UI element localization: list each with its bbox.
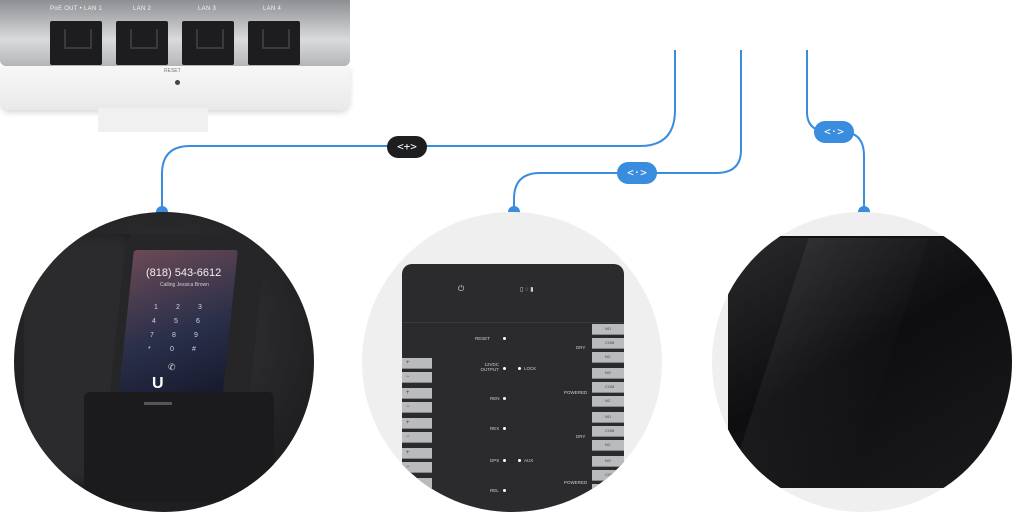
brand-logo: U (152, 375, 164, 392)
ethernet-port-lan4[interactable] (248, 21, 300, 65)
key-hash[interactable]: # (192, 346, 196, 353)
terminal-left-3[interactable]: + (402, 388, 432, 399)
terminal-right-6[interactable]: NC (592, 396, 624, 407)
reset-button[interactable] (175, 80, 180, 85)
label-rel: REL (490, 488, 499, 493)
terminal-right-3[interactable]: NC (592, 352, 624, 363)
label-dry-2: DRY (576, 434, 586, 439)
key-3[interactable]: 3 (198, 304, 202, 311)
terminal-right-2[interactable]: COM (592, 338, 624, 349)
terminal-left-6[interactable]: − (402, 432, 432, 443)
call-icon[interactable]: ✆ (168, 362, 176, 372)
terminal-left-5[interactable]: + (402, 418, 432, 429)
terminal-right-4[interactable]: NO (592, 368, 624, 379)
terminal-left-8[interactable]: − (402, 462, 432, 473)
key-star[interactable]: * (148, 346, 151, 353)
led-lock (518, 367, 521, 370)
status-icons: ▯ ◌ ▮ (520, 287, 534, 293)
led-dps (503, 459, 506, 462)
key-5[interactable]: 5 (174, 318, 178, 325)
led-12vdc (503, 367, 506, 370)
access-hub-board (402, 264, 624, 512)
led-rel (503, 489, 506, 492)
label-rex: REX (490, 426, 500, 431)
key-2[interactable]: 2 (176, 304, 180, 311)
port-label-lan4: LAN 4 (263, 6, 282, 12)
terminal-left-1[interactable]: + (402, 358, 432, 369)
label-lock: LOCK (524, 366, 537, 371)
ethernet-port-lan2[interactable] (116, 21, 168, 65)
switch-stand (98, 108, 208, 132)
key-9[interactable]: 9 (194, 332, 198, 339)
terminal-left-9[interactable]: + (402, 478, 432, 489)
key-0[interactable]: 0 (170, 346, 174, 353)
key-7[interactable]: 7 (150, 332, 154, 339)
led-reset (503, 337, 506, 340)
power-icon: ⏻ (458, 284, 465, 293)
led-rex (503, 427, 506, 430)
terminal-left-2[interactable]: − (402, 372, 432, 383)
label-powered-2: POWERED (564, 480, 588, 485)
terminal-left-4[interactable]: − (402, 402, 432, 413)
port-label-lan1: PoE OUT • LAN 1 (50, 6, 103, 12)
poe-switch: PoE OUT • LAN 1 LAN 2 LAN 3 LAN 4 RESET (0, 0, 350, 132)
terminal-right-8[interactable]: COM (592, 426, 624, 437)
key-1[interactable]: 1 (154, 304, 158, 311)
label-dry-1: DRY (576, 345, 586, 350)
label-dps: DPS (490, 458, 500, 463)
label-powered-1: POWERED (564, 390, 588, 395)
label-ren: REN (490, 396, 500, 401)
terminal-right-12[interactable]: NC (592, 484, 624, 495)
display-circle (712, 212, 1012, 512)
connection-badge-panel: <·> (617, 162, 657, 184)
reset-label: RESET (164, 68, 181, 74)
line-lan1-phone (161, 50, 676, 212)
key-8[interactable]: 8 (172, 332, 176, 339)
led-aux (518, 459, 521, 462)
terminal-right-7[interactable]: NO (592, 412, 624, 423)
terminal-right-10[interactable]: NO (592, 456, 624, 467)
ethernet-port-lan3[interactable] (182, 21, 234, 65)
key-6[interactable]: 6 (196, 318, 200, 325)
phone-dock-slot (144, 402, 172, 405)
port-label-lan2: LAN 2 (133, 6, 152, 12)
led-ren (503, 397, 506, 400)
switch-base (0, 66, 350, 110)
display-screen (728, 236, 1012, 488)
voip-phone-circle: (818) 543-6612 Calling Jessica Brown 1 2… (14, 212, 314, 512)
connection-badge-display: <·> (814, 121, 854, 143)
terminal-right-11[interactable]: COM (592, 470, 624, 481)
connection-badge-phone: <+> (387, 136, 427, 158)
terminal-right-1[interactable]: NO (592, 324, 624, 335)
ethernet-port-lan1[interactable] (50, 21, 102, 65)
key-4[interactable]: 4 (152, 318, 156, 325)
terminal-right-9[interactable]: NC (592, 440, 624, 451)
terminal-right-5[interactable]: COM (592, 382, 624, 393)
phone-number: (818) 543-6612 (146, 267, 222, 279)
phone-caller-subtitle: Calling Jessica Brown (160, 282, 209, 288)
terminal-left-7[interactable]: + (402, 448, 432, 459)
access-hub-circle: ⏻ ▯ ◌ ▮ RESET 12VDC OUTPUT REN REX DPS R… (362, 212, 662, 512)
line-lan2-panel (513, 50, 742, 212)
label-12vdc-output: 12VDC OUTPUT (480, 362, 500, 372)
panel-divider (402, 322, 624, 323)
phone-dock (84, 392, 274, 502)
port-label-lan3: LAN 3 (198, 6, 217, 12)
label-reset: RESET (475, 336, 491, 341)
label-aux: AUX (524, 458, 534, 463)
